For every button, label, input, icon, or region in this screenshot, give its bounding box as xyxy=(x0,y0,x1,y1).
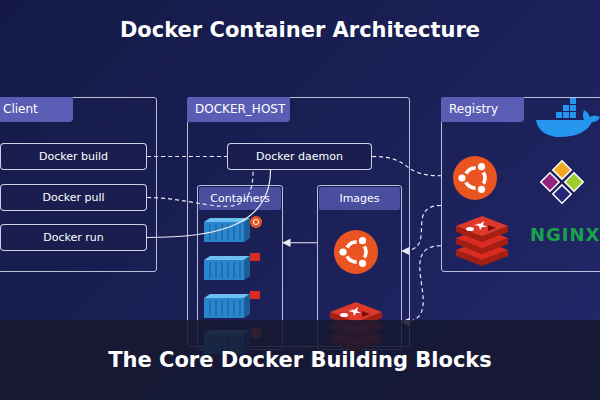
connector-arrow xyxy=(147,170,271,238)
ubuntu-badge xyxy=(250,216,262,228)
daemon-box: Docker daemon xyxy=(227,143,372,170)
caption-band: The Core Docker Building Blocks xyxy=(0,320,600,400)
client-panel: ClientDocker buildDocker pullDocker run xyxy=(0,97,157,272)
dashed-connector xyxy=(372,157,441,176)
panel-tab-label: Client xyxy=(0,97,73,122)
dashed-connector xyxy=(147,170,253,206)
panel-tab-label: DOCKER_HOST xyxy=(187,97,290,122)
node-label: Docker run xyxy=(43,231,103,244)
connector-arrow xyxy=(283,242,317,243)
panel-tab-label: Images xyxy=(319,187,400,210)
node-label: Docker build xyxy=(39,150,108,163)
panel-tab-label: Containers xyxy=(199,187,281,210)
command-box: Docker pull xyxy=(0,184,147,211)
redis-badge xyxy=(250,291,260,299)
command-box: Docker run xyxy=(0,224,147,251)
node-label: Docker daemon xyxy=(256,150,343,163)
panel-tab-label: Registry xyxy=(441,97,524,122)
dashed-connector xyxy=(402,206,441,252)
diagram-title: Docker Container Architecture xyxy=(0,18,600,42)
dashed-connector xyxy=(402,246,441,322)
command-box: Docker build xyxy=(0,143,147,170)
centos-logo xyxy=(541,161,583,203)
host-panel: DOCKER_HOST Docker daemonContainers Images xyxy=(187,97,410,347)
registry-panel: Registry xyxy=(441,97,600,272)
redis-badge xyxy=(250,253,260,261)
nginx-logo-text: NGINX xyxy=(530,224,600,245)
dashed-connector xyxy=(147,156,227,157)
docker-whale xyxy=(536,98,600,137)
node-label: Docker pull xyxy=(42,191,104,204)
caption-text: The Core Docker Building Blocks xyxy=(0,348,600,372)
